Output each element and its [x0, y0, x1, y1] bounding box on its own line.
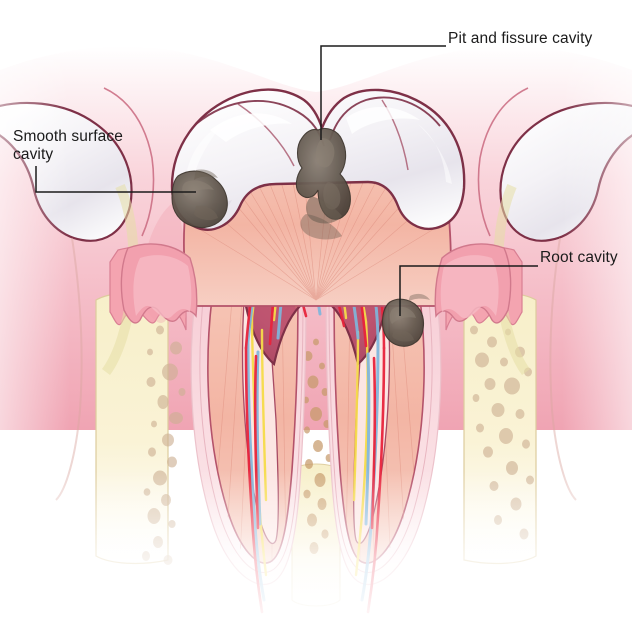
right-fade	[562, 60, 632, 620]
leader-smooth-surface	[35, 166, 196, 193]
caries-lesions	[171, 127, 430, 347]
callout-label-root: Root cavity	[540, 249, 618, 266]
bottom-fade	[0, 470, 632, 629]
callout-leaders	[35, 45, 538, 316]
smooth-surface-caries	[171, 169, 228, 229]
callout-label-smooth-surface: Smooth surface cavity	[13, 128, 123, 164]
gingival-margin	[120, 243, 512, 324]
left-fade	[0, 60, 70, 620]
callout-label-pit-and-fissure: Pit and fissure cavity	[448, 30, 593, 47]
root-caries	[381, 293, 430, 347]
leader-root	[399, 265, 538, 316]
leader-pit-and-fissure	[320, 45, 446, 140]
top-fade	[0, 0, 632, 42]
pit-and-fissure-caries	[295, 127, 351, 240]
